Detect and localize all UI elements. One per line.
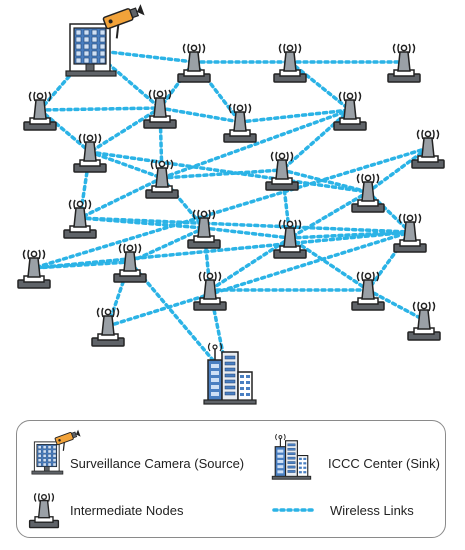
wireless-link [288,190,370,240]
intermediate-node-icon [17,249,51,289]
intermediate-node-icon [91,307,125,347]
intermediate-node-icon [28,492,60,529]
intermediate-node-icon [273,219,307,259]
wireless-link [78,216,412,234]
wireless-link [38,108,92,154]
wireless-link [366,190,412,234]
wireless-link [78,176,164,220]
intermediate-node-icon [193,271,227,311]
intermediate-node-icon [333,91,367,131]
wireless-link [238,108,352,124]
wireless-link [128,226,206,264]
wireless-link [32,260,132,270]
intermediate-node-icon [23,91,57,131]
wireless-link [158,106,242,124]
intermediate-node-icon [63,199,97,239]
wireless-link [288,236,370,292]
wireless-link [280,108,352,172]
wireless-link [32,230,412,270]
wireless-link-icon [272,508,318,512]
wireless-link [366,288,426,322]
wireless-link [106,230,412,328]
iccc-center-icon [203,342,257,405]
intermediate-node-icon [407,301,441,341]
iccc-center-icon [271,433,312,480]
wireless-links [32,48,430,380]
wireless-link [32,146,430,270]
wireless-link [160,168,284,180]
legend-source-label: Surveillance Camera (Source) [70,456,245,471]
wireless-link [366,230,412,292]
intermediate-node-icon [145,159,179,199]
legend-sink-label: ICCC Center (Sink) [328,456,440,471]
wireless-link [366,146,430,194]
intermediate-node-icon [273,43,307,83]
intermediate-node-icon [411,129,445,169]
intermediate-node-icon [187,209,221,249]
wireless-link [88,150,370,194]
intermediate-node-icon [73,133,107,173]
legend-box [16,420,446,538]
wireless-link [88,106,162,154]
intermediate-node-icon [265,151,299,191]
network-nodes [17,4,445,405]
wireless-link [38,106,162,112]
wireless-link [202,226,292,240]
intermediate-node-icon [177,43,211,83]
surveillance-camera-icon [65,4,145,77]
intermediate-node-icon [351,271,385,311]
intermediate-node-icon [351,173,385,213]
wireless-link [78,216,206,230]
surveillance-camera-icon [31,429,81,475]
legend-node-label: Intermediate Nodes [70,503,184,518]
intermediate-node-icon [113,243,147,283]
intermediate-node-icon [223,103,257,143]
legend-link-label: Wireless Links [330,503,414,518]
intermediate-node-icon [143,89,177,129]
wireless-link [88,150,164,180]
intermediate-node-icon [393,213,427,253]
wireless-link [208,236,292,292]
wireless-link [288,60,352,112]
intermediate-node-icon [387,43,421,83]
